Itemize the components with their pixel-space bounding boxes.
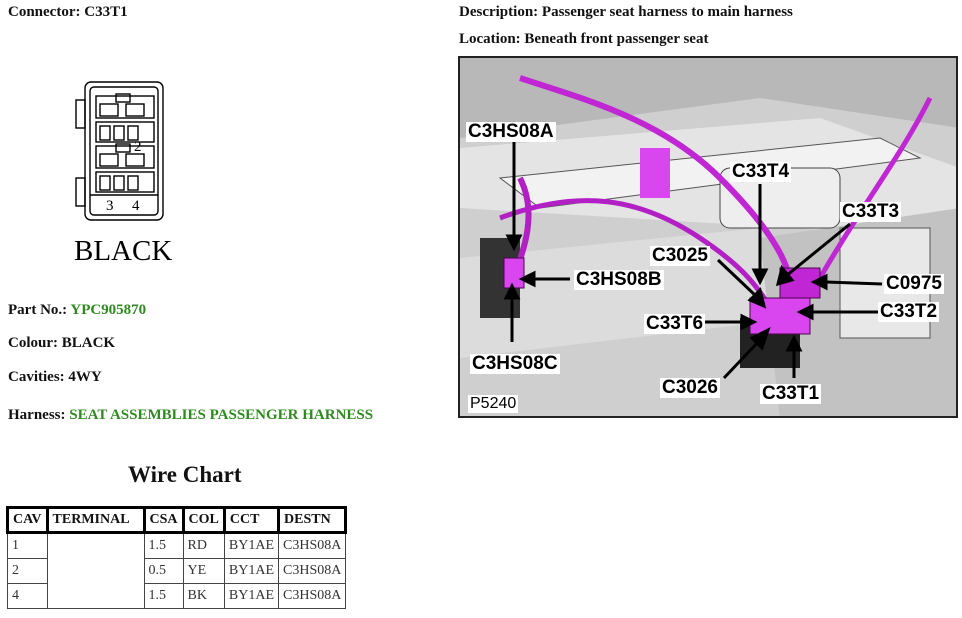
colour-line: Colour: BLACK [8, 335, 115, 352]
pin-label-3: 3 [106, 198, 114, 214]
callout-c33t3: C33T3 [840, 201, 902, 222]
wire-chart-title: Wire Chart [128, 462, 242, 487]
cavities-value: 4WY [68, 369, 102, 385]
cell-cav: 2 [7, 558, 48, 584]
cell-col: YE [182, 558, 225, 584]
callout-c33t2: C33T2 [878, 301, 940, 322]
connector-label: Connector: [8, 4, 81, 20]
connector-color-label: BLACK [74, 235, 172, 267]
cell-csa: 1.5 [143, 583, 184, 609]
cavities-line: Cavities: 4WY [8, 369, 102, 386]
pin-label-4: 4 [132, 198, 140, 214]
callout-c0975: C0975 [884, 273, 944, 294]
table-row: 4 1.5 BK BY1AE C3HS08A [7, 583, 347, 609]
colour-label: Colour: [8, 335, 58, 351]
description-value: Passenger seat harness to main harness [541, 4, 793, 20]
connector-line: Connector: C33T1 [8, 4, 128, 21]
photo-code: P5240 [468, 395, 519, 413]
cell-csa: 0.5 [143, 558, 184, 584]
cell-col: BK [182, 583, 225, 609]
callout-c3026: C3026 [660, 377, 720, 398]
callout-c3025: C3025 [650, 245, 710, 266]
col-header-cct: CCT [222, 506, 281, 534]
part-no-label: Part No.: [8, 302, 68, 318]
cell-cct: BY1AE [223, 532, 280, 559]
table-row: 1 1.5 RD BY1AE C3HS08A [7, 532, 347, 609]
cell-destn: C3HS08A [278, 583, 347, 609]
wire-chart-header-row: CAV TERMINAL CSA COL CCT DESTN [6, 506, 348, 534]
location-photo: C3HS08A C33T4 C33T3 C3025 C3HS08B C0975 … [458, 56, 958, 418]
col-header-destn: DESTN [277, 506, 348, 534]
wire-chart-table: CAV TERMINAL CSA COL CCT DESTN 1 1.5 RD … [6, 506, 348, 609]
table-row: 2 0.5 YE BY1AE C3HS08A [7, 558, 347, 584]
harness-label: Harness: [8, 407, 66, 423]
cell-cav: 4 [7, 583, 48, 609]
location-value: Beneath front passenger seat [524, 31, 709, 47]
location-label: Location: [459, 31, 521, 47]
cell-cct: BY1AE [223, 558, 280, 584]
callout-c33t1: C33T1 [760, 383, 822, 404]
col-header-col: COL [181, 506, 226, 534]
col-header-csa: CSA [142, 506, 185, 534]
cell-col: RD [182, 532, 225, 559]
cell-destn: C3HS08A [278, 558, 347, 584]
pin-label-2: 2 [134, 139, 142, 155]
connector-face-diagram: 2 3 4 BLACK [74, 81, 172, 267]
description-label: Description: [459, 4, 539, 20]
callout-c3hs08b: C3HS08B [574, 269, 664, 290]
callout-c3hs08c: C3HS08C [470, 353, 560, 374]
callout-c33t4: C33T4 [730, 161, 792, 182]
cell-csa: 1.5 [143, 532, 184, 559]
harness-link[interactable]: SEAT ASSEMBLIES PASSENGER HARNESS [69, 407, 374, 423]
colour-value: BLACK [61, 335, 116, 351]
cell-cav: 1 [7, 532, 48, 559]
callout-c33t6: C33T6 [644, 313, 706, 334]
cell-cct: BY1AE [223, 583, 280, 609]
description-line: Description: Passenger seat harness to m… [459, 4, 793, 21]
part-no-line: Part No.: YPC905870 [8, 302, 146, 319]
cell-terminal [46, 532, 145, 609]
cell-destn: C3HS08A [278, 532, 347, 559]
location-line: Location: Beneath front passenger seat [459, 31, 708, 48]
cavities-label: Cavities: [8, 369, 65, 385]
connector-value: C33T1 [84, 4, 128, 20]
harness-line: Harness: SEAT ASSEMBLIES PASSENGER HARNE… [8, 407, 373, 424]
part-no-link[interactable]: YPC905870 [70, 302, 147, 318]
col-header-terminal: TERMINAL [45, 506, 146, 534]
col-header-cav: CAV [6, 506, 49, 534]
callout-c3hs08a: C3HS08A [466, 121, 556, 142]
